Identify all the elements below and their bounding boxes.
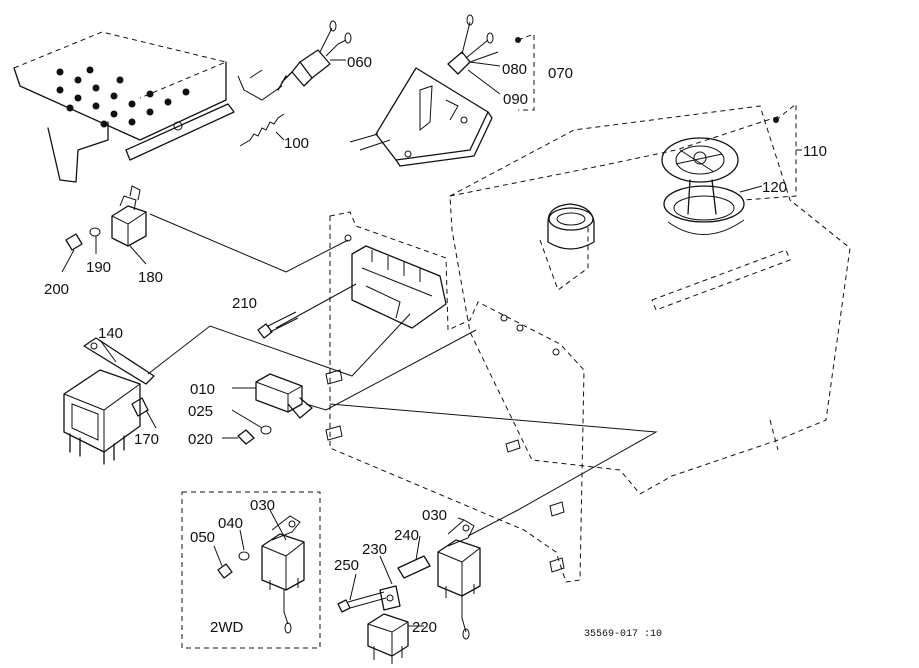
switch-060 <box>237 20 352 101</box>
label-170: 170 <box>134 431 159 448</box>
label-060: 060 <box>347 54 372 71</box>
inset-2wd <box>181 491 321 649</box>
spring-100 <box>239 113 285 147</box>
label-180: 180 <box>138 269 163 286</box>
fuel-tank <box>449 105 851 495</box>
wiring-lines <box>147 213 658 537</box>
relay-180 <box>61 185 147 273</box>
label-200: 200 <box>44 281 69 298</box>
label-030-inset: 030 <box>250 497 275 514</box>
label-250: 250 <box>334 557 359 574</box>
label-050: 050 <box>190 529 215 546</box>
label-010: 010 <box>190 381 215 398</box>
label-140: 140 <box>98 325 123 342</box>
label-190: 190 <box>86 259 111 276</box>
part-labels: 060 080 070 090 100 110 120 200 190 180 … <box>44 54 827 640</box>
switch-bracket <box>349 14 535 167</box>
relay-030 <box>337 517 481 664</box>
label-220: 220 <box>412 619 437 636</box>
relay-140 <box>63 337 157 465</box>
flasher-010 <box>222 373 313 445</box>
drawing-number: 35569-017 :10 <box>584 629 662 640</box>
label-040: 040 <box>218 515 243 532</box>
label-080: 080 <box>502 61 527 78</box>
label-090: 090 <box>503 91 528 108</box>
label-120: 120 <box>762 179 787 196</box>
bolt-210 <box>257 311 299 339</box>
label-2wd: 2WD <box>210 619 244 636</box>
label-230: 230 <box>362 541 387 558</box>
label-025: 025 <box>188 403 213 420</box>
label-210: 210 <box>232 295 257 312</box>
step-plate <box>13 31 235 183</box>
fuel-sender-110 <box>661 102 802 235</box>
label-020: 020 <box>188 431 213 448</box>
label-240: 240 <box>394 527 419 544</box>
label-110: 110 <box>803 143 827 160</box>
label-070: 070 <box>548 65 573 82</box>
label-030: 030 <box>422 507 447 524</box>
mounting-plate <box>325 211 585 583</box>
label-100: 100 <box>284 135 309 152</box>
